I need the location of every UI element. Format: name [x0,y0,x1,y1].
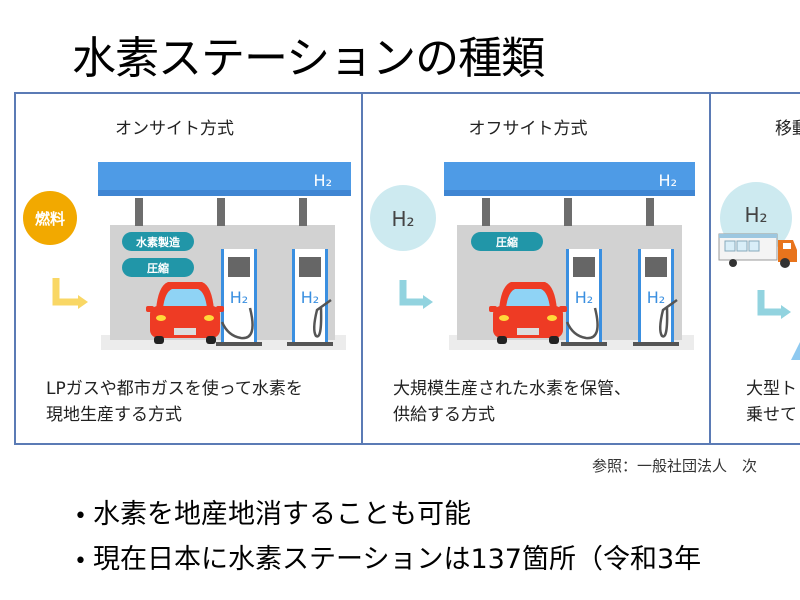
svg-text:圧縮: 圧縮 [147,261,169,275]
arrow-icon [52,278,80,306]
panel-offsite: オフサイト方式 H₂ H₂ 圧縮 H₂ H₂ [363,94,709,444]
panel-title: 移動 [775,119,800,139]
bullet-item: •水素を地産地消することも可能 [74,499,471,530]
bullet-list: •水素を地産地消することも可能 •現在日本に水素ステーションは137箇所（令和3… [74,492,701,582]
station-canopy [444,162,695,196]
svg-text:H₂: H₂ [575,288,593,307]
panel-onsite: オンサイト方式 燃料 H₂ 水素製造 圧縮 H₂ [16,94,361,444]
svg-text:H₂: H₂ [647,288,665,307]
car-icon [146,282,224,344]
fuel-badge-label: 燃料 [35,210,65,228]
car-icon [489,282,567,344]
panel-title: オンサイト方式 [115,119,234,139]
comparison-frame [14,92,800,445]
source-note: 参照：一般社団法人 次 [592,457,758,475]
panel-divider [361,92,363,445]
bullet-item: •現在日本に水素ステーションは137箇所（令和3年 [74,544,702,575]
truck-icon [718,233,797,268]
mobile-station-illustration: H₂ [718,182,800,360]
panel-mobile: 移動 H₂ 大型ト 乗せて [711,94,800,444]
arrow-icon [757,290,783,316]
fuel-badge-icon [23,191,77,245]
panel-description: 大型ト 乗せて [746,379,797,425]
canopy-h2-label: H₂ [314,171,332,190]
svg-text:圧縮: 圧縮 [496,235,518,249]
h2-source-label: H₂ [744,203,767,227]
svg-text:H₂: H₂ [230,288,248,307]
process-tag [471,232,543,251]
process-tag [122,232,194,251]
station-canopy [98,162,351,196]
svg-text:水素製造: 水素製造 [136,235,181,249]
panel-divider [709,92,711,445]
offsite-station-illustration: H₂ H₂ 圧縮 H₂ H₂ [370,162,695,350]
onsite-station-illustration: 燃料 H₂ 水素製造 圧縮 H₂ H₂ [23,162,351,350]
panel-description: 大規模生産された水素を保管、 供給する方式 [393,379,631,425]
canopy-h2-label: H₂ [659,171,677,190]
svg-text:H₂: H₂ [301,288,319,307]
process-tag [122,258,194,277]
panel-description: LPガスや都市ガスを使って水素を 現地生産する方式 [46,379,303,425]
h2-source-icon [370,185,436,251]
arrow-icon [399,280,425,306]
h2-source-label: H₂ [391,207,414,231]
panel-title: オフサイト方式 [468,119,588,139]
slide-title: 水素ステーションの種類 [72,33,545,84]
